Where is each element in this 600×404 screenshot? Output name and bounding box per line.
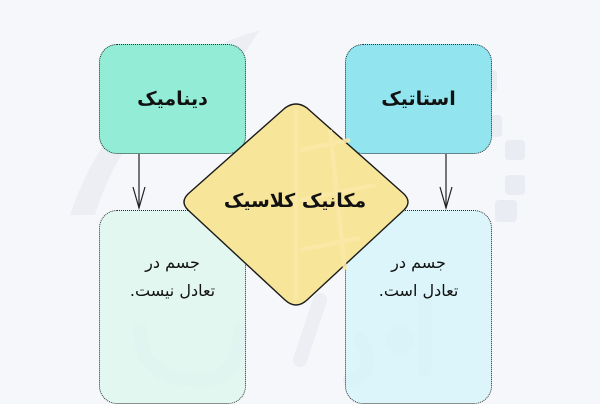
arrow-static [439, 154, 453, 211]
dynamic-node: دینامیک [99, 44, 246, 154]
static-node: استاتیک [345, 44, 492, 154]
center-label: مکانیک کلاسیک [223, 190, 367, 212]
dynamic-description-node: جسم در تعادل نیست. [99, 210, 246, 404]
dynamic-description: جسم در تعادل نیست. [129, 253, 216, 300]
static-description: جسم در تعادل است. [378, 253, 459, 300]
arrow-dynamic [132, 154, 146, 211]
static-label: استاتیک [381, 88, 456, 110]
dynamic-label: دینامیک [137, 88, 208, 110]
